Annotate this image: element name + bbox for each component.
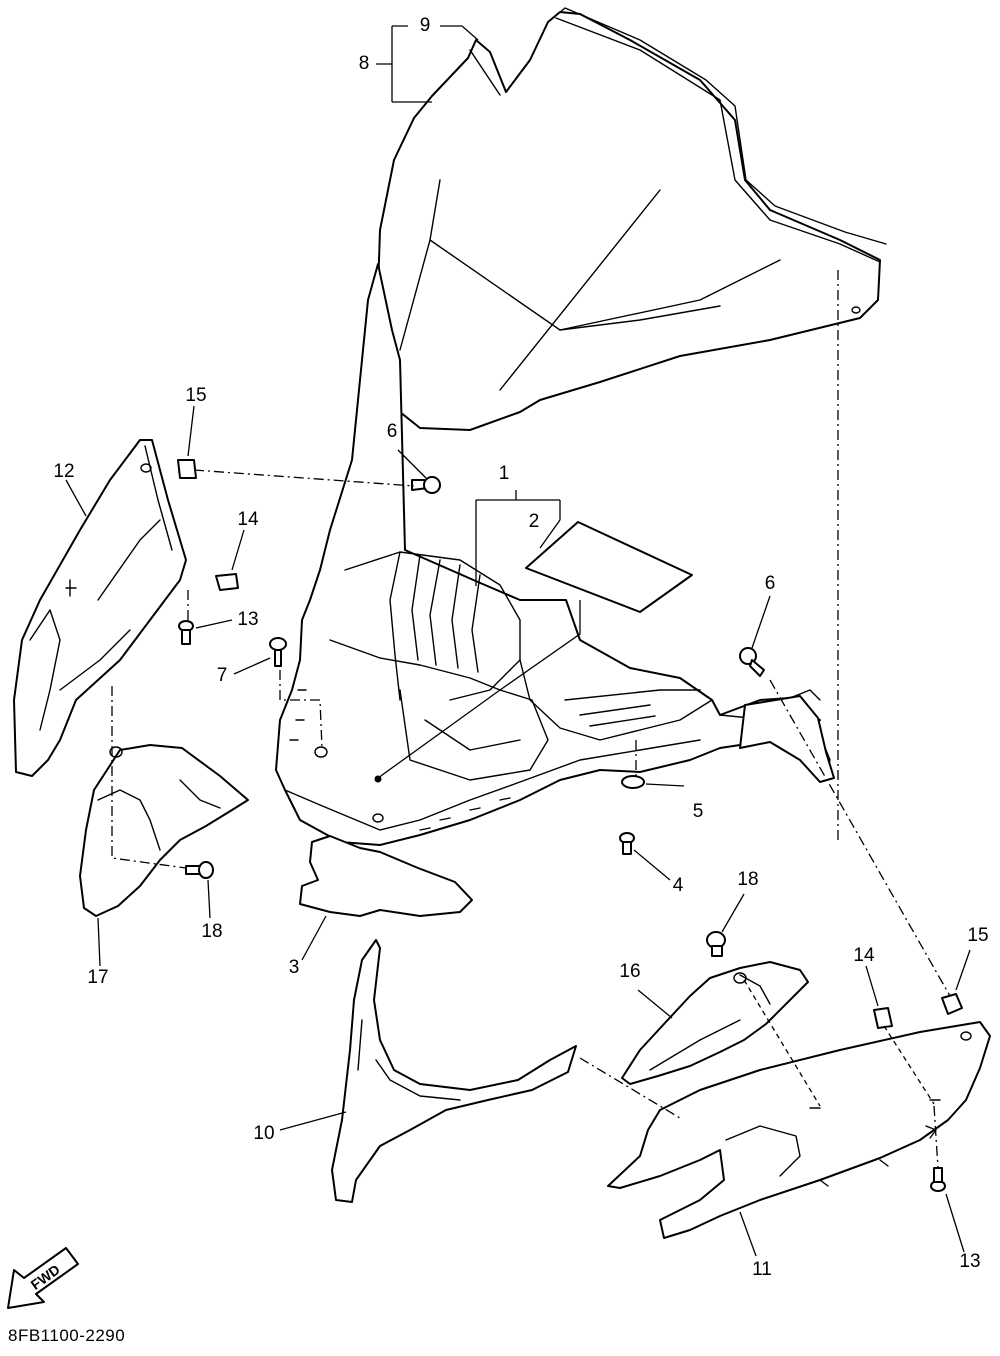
callout-6-upper: 6 [387,421,398,442]
leader-dot [374,775,382,783]
forward-direction-arrow: FWD [7,1247,79,1309]
callout-8: 8 [359,53,370,74]
callout-18-left: 18 [201,921,222,942]
lower-left-cowling-part [331,939,577,1203]
callout-4: 4 [673,875,684,896]
callout-5: 5 [693,801,704,822]
callout-15-left: 15 [185,385,206,406]
callout-10: 10 [253,1123,274,1144]
callout-7: 7 [217,665,228,686]
callout-1: 1 [499,463,510,484]
lower-right-cowling-part [607,1021,991,1239]
leader-lines [65,25,971,1257]
callout-2: 2 [529,511,540,532]
bolt-hardware [177,459,963,1192]
callout-16: 16 [619,961,640,982]
diagram-code-label: 8FB1100-2290 [8,1326,126,1345]
sponge-pad-part [525,521,693,613]
callout-14-right: 14 [853,945,875,966]
windscreen-part [369,7,887,431]
extension-bracket [739,695,835,783]
callout-9: 9 [420,15,431,36]
callout-14-left: 14 [237,509,259,530]
callout-17: 17 [87,967,108,988]
assembly-lines [111,270,951,1169]
left-side-panel-part [13,439,187,777]
callout-18-right: 18 [737,869,758,890]
right-duct-cover-part [621,961,809,1085]
callout-13-left: 13 [237,609,258,630]
callout-15-right: 15 [967,925,988,946]
lower-cover-part [299,835,473,917]
callout-12: 12 [53,461,74,482]
callout-3: 3 [289,957,300,978]
callout-labels: 9 8 15 6 1 12 2 14 6 13 7 5 4 18 18 15 1… [53,15,988,1280]
callout-6-right: 6 [765,573,776,594]
left-duct-cover-part [79,744,249,917]
callout-13-right: 13 [959,1251,980,1272]
callout-11: 11 [752,1259,772,1280]
